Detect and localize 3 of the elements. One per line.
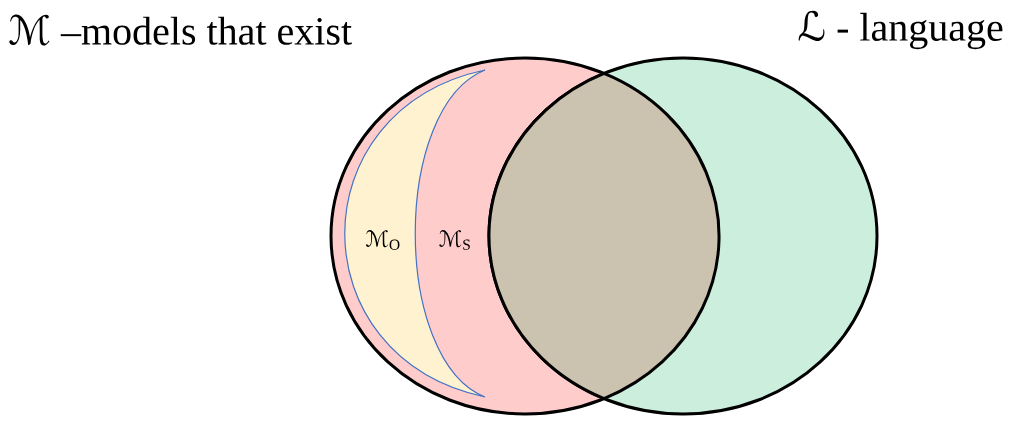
region-label: ℳ$_{S}$ [439,230,470,250]
set-heading: ℒ - language [798,10,1003,50]
set-heading: ℳ –models that exist [9,14,352,46]
